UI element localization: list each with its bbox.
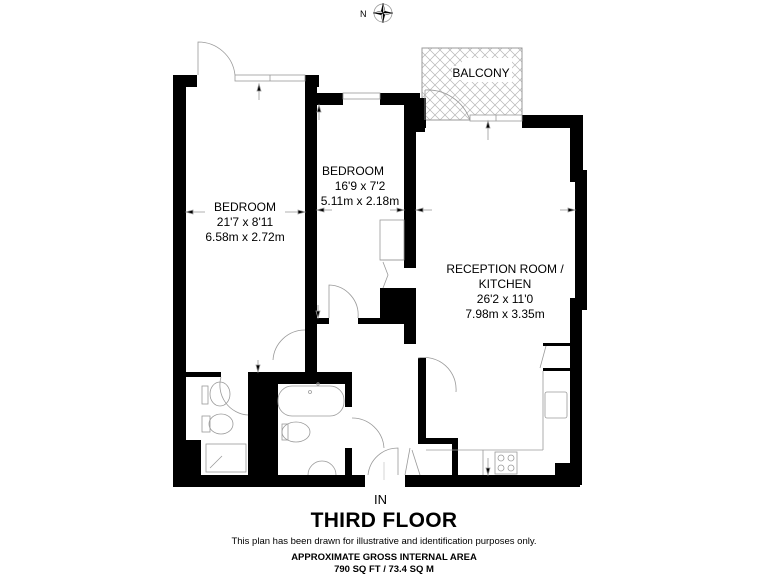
entrance-label: IN [374, 492, 387, 507]
area-value: 790 SQ FT / 73.4 SQ M [334, 564, 434, 575]
room-name: BALCONY [452, 66, 510, 80]
room-label-balcony: BALCONY [446, 66, 516, 81]
balcony-area [421, 47, 523, 121]
room-name-line-2: KITCHEN [478, 277, 532, 291]
fixtures [201, 219, 568, 476]
room-metric: 7.98m x 3.35m [465, 307, 545, 321]
room-imperial: 26'2 x 11'0 [476, 292, 534, 306]
room-name: BEDROOM [213, 200, 276, 214]
room-label-bedroom-1: BEDROOM 21'7 x 8'11 6.58m x 2.72m [190, 200, 300, 245]
room-label-bedroom-2: BEDROOM 16'9 x 7'2 5.11m x 2.18m [310, 164, 410, 209]
disclaimer-text: This plan has been drawn for illustrativ… [231, 536, 537, 547]
compass-rose-icon [372, 2, 394, 24]
door-swings [197, 41, 547, 476]
room-metric: 5.11m x 2.18m [320, 194, 400, 208]
area-title: APPROXIMATE GROSS INTERNAL AREA [291, 552, 477, 563]
room-name-line-1: RECEPTION ROOM / [446, 262, 564, 276]
room-label-reception-kitchen: RECEPTION ROOM / KITCHEN 26'2 x 11'0 7.9… [430, 262, 580, 322]
room-metric: 6.58m x 2.72m [205, 230, 285, 244]
windows [234, 74, 523, 122]
room-imperial: 16'9 x 7'2 [334, 179, 386, 193]
room-imperial: 21'7 x 8'11 [216, 215, 274, 229]
compass: N [360, 2, 400, 26]
compass-north-label: N [360, 9, 367, 19]
dimension-arrows [184, 82, 577, 480]
floor-title: THIRD FLOOR [310, 509, 458, 532]
room-name: BEDROOM [321, 164, 384, 178]
walls [173, 75, 587, 487]
